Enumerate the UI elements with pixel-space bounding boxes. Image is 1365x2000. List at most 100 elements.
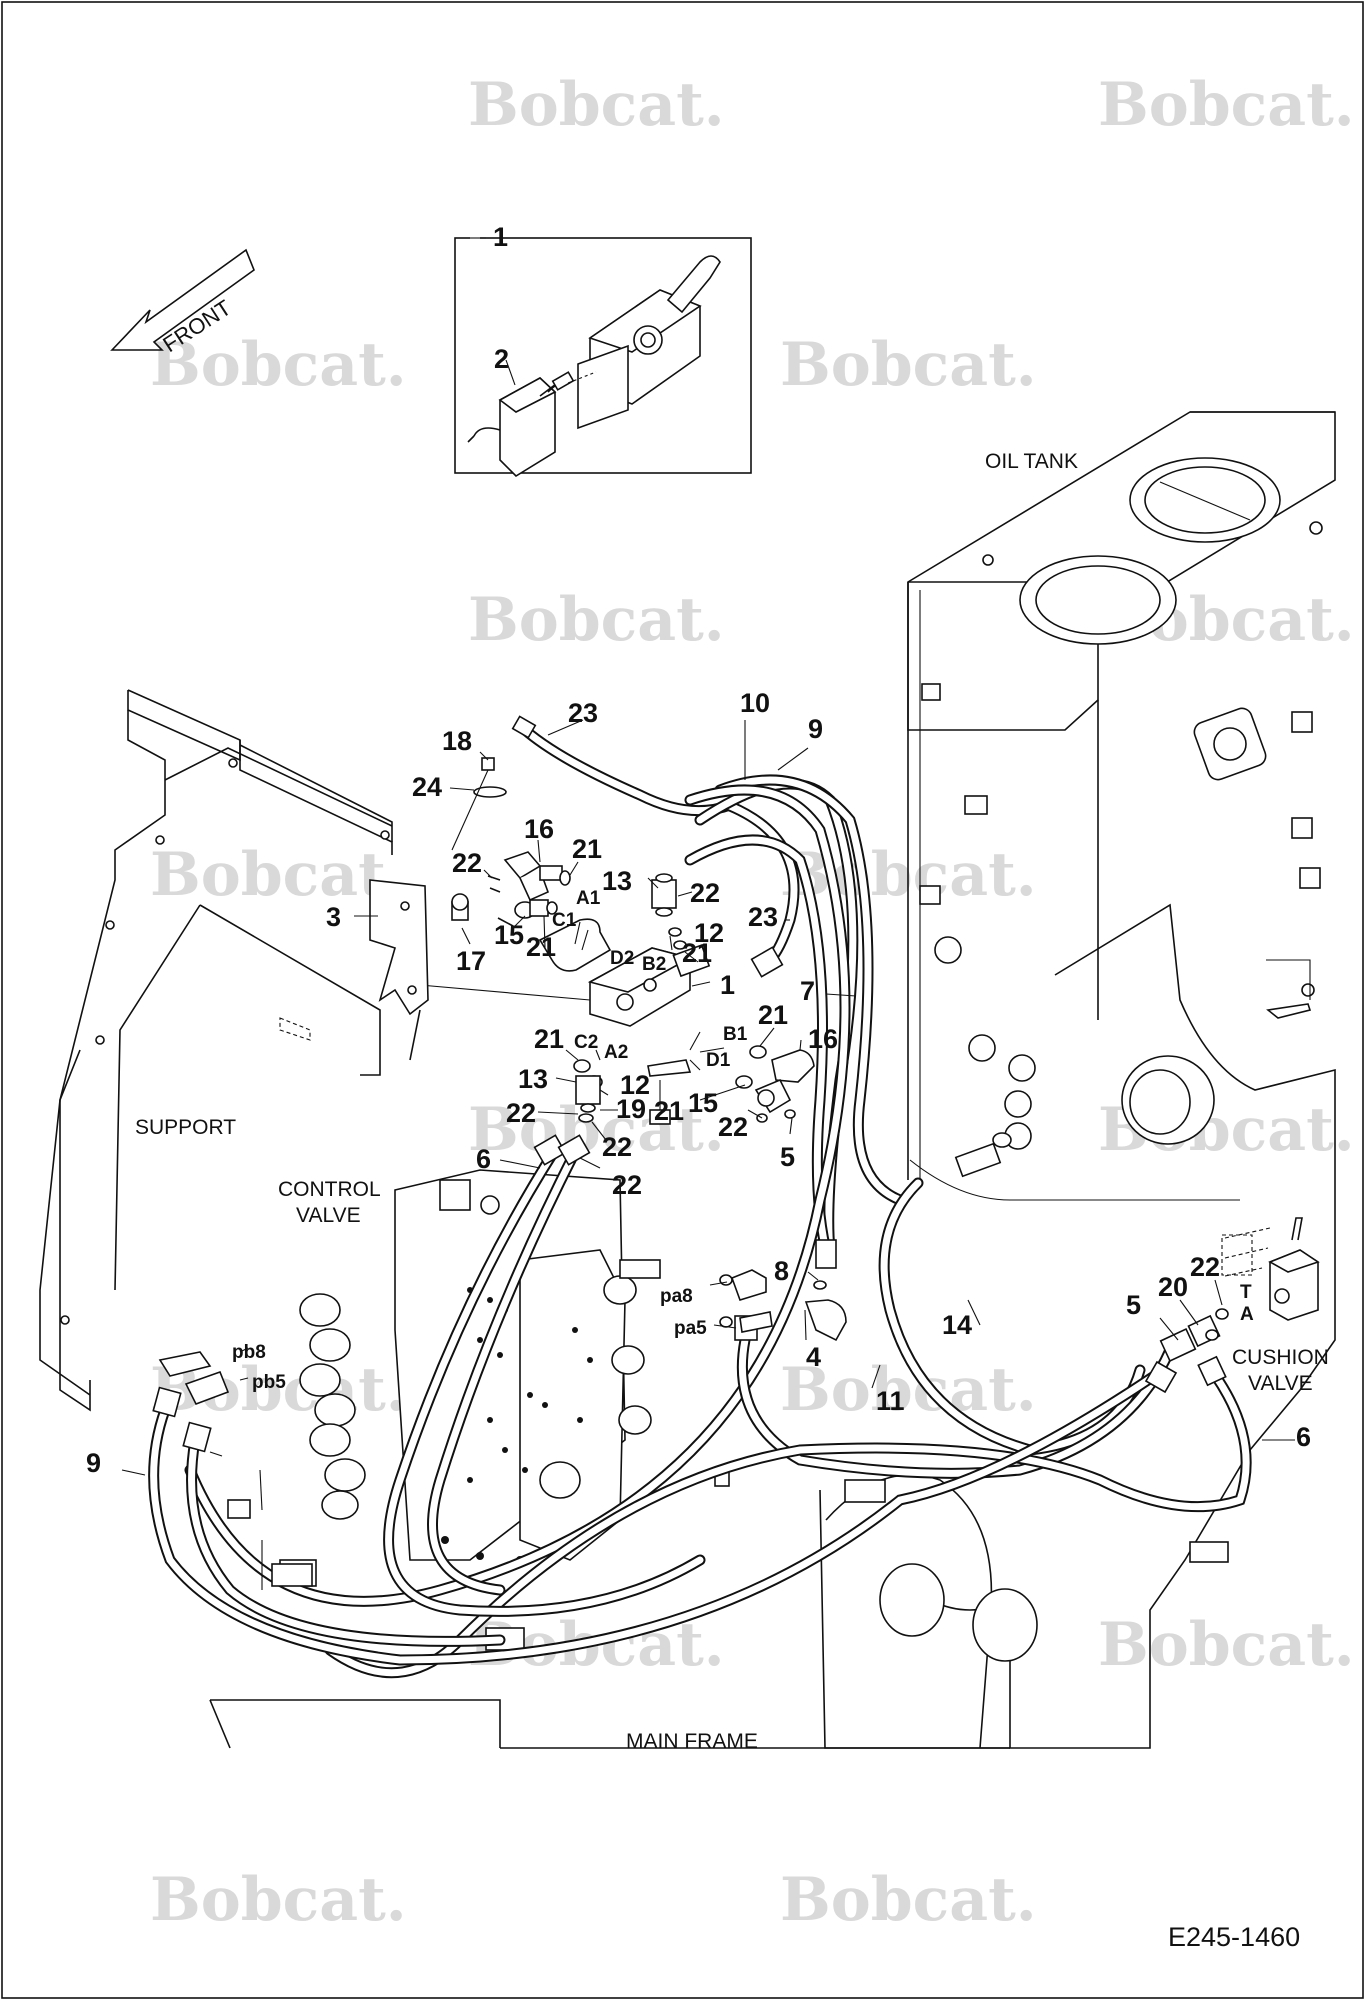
callout-label: 15	[688, 1088, 718, 1118]
oil-tank-label: OIL TANK	[985, 450, 1078, 473]
watermark-text: Bobcat.	[468, 1095, 725, 1165]
watermark-text: Bobcat.	[780, 1865, 1037, 1935]
callout-label: 23	[748, 902, 778, 932]
callout-label: 19	[616, 1094, 646, 1124]
leader-lines	[121, 237, 1295, 1476]
drawing-code: E245-1460	[1168, 1922, 1300, 1952]
watermark-text: Bobcat.	[780, 330, 1037, 400]
oil-tank	[907, 411, 1336, 1180]
bracket-item-3	[369, 879, 469, 1016]
port-label: D1	[706, 1050, 731, 1071]
hoses	[148, 715, 1252, 1679]
bolt-item-19	[647, 1059, 692, 1077]
port-label: T	[1240, 1282, 1252, 1303]
main-frame-label: MAIN FRAME	[626, 1730, 758, 1753]
callout-label: 24	[412, 772, 442, 802]
callout-label: 1	[493, 222, 508, 252]
callout-label: 5	[1126, 1290, 1141, 1320]
port-label: B2	[642, 954, 666, 975]
tee-item-13-upper	[651, 879, 677, 909]
control-valve-block	[299, 1169, 661, 1564]
callout-label: 21	[758, 1000, 788, 1030]
callout-label: 3	[326, 902, 341, 932]
callout-label: 22	[452, 848, 482, 878]
port-label: C1	[552, 910, 577, 931]
callout-label: 22	[602, 1132, 632, 1162]
callout-label: 21	[572, 834, 602, 864]
callout-label: 22	[612, 1170, 642, 1200]
callout-label: 14	[942, 1310, 972, 1340]
callout-label: 6	[1296, 1422, 1311, 1452]
callout-label: 17	[456, 946, 486, 976]
callout-label: 10	[740, 688, 770, 718]
support-label: SUPPORT	[135, 1116, 236, 1139]
watermark-text: Bobcat.	[150, 840, 407, 910]
elbow-item-14	[804, 1299, 847, 1342]
callout-label: 22	[718, 1112, 748, 1142]
callout-label: 2	[494, 344, 509, 374]
port-label: pa8	[660, 1286, 693, 1307]
inset-lever-icon	[666, 255, 721, 314]
callout-label: 22	[506, 1098, 536, 1128]
port-label: A1	[576, 888, 601, 909]
fittings-upper	[487, 851, 687, 950]
tee-item-13-lower	[575, 1075, 601, 1105]
bolt-item-18	[451, 757, 507, 851]
watermark-text: Bobcat.	[468, 70, 725, 140]
cushion-valve-label: CUSHION	[1232, 1346, 1329, 1369]
port-label: C2	[574, 1032, 598, 1053]
callout-label: 4	[806, 1342, 821, 1372]
callout-label: 13	[518, 1064, 548, 1094]
spool-caps	[299, 1275, 652, 1520]
port-label: pa5	[674, 1318, 707, 1339]
callout-label: 21	[534, 1024, 564, 1054]
callout-label: 1	[720, 970, 735, 1000]
callout-label: 9	[808, 714, 823, 744]
callout-label: 11	[876, 1386, 905, 1416]
callout-label: 18	[442, 726, 472, 756]
port-label: A	[1240, 1304, 1254, 1325]
watermark-text: Bobcat.	[468, 585, 725, 655]
callout-label: 12	[620, 1070, 650, 1100]
port-labels: A1 C1 D2 B2 C2 A2 B1 D1 pa8 pa5 pb8 pb5 …	[232, 888, 1254, 1393]
callout-label: 12	[694, 918, 724, 948]
control-valve-label: VALVE	[296, 1204, 361, 1227]
port-label: A2	[604, 1042, 628, 1063]
callout-label: 21	[526, 932, 556, 962]
port-label: pb5	[252, 1372, 286, 1393]
watermark-text: Bobcat.	[150, 330, 407, 400]
cushion-valve	[1221, 1217, 1320, 1321]
area-labels: OIL TANK SUPPORT CONTROL VALVE CUSHION V…	[135, 450, 1329, 1753]
callout-label: 15	[494, 920, 524, 950]
port-label: B1	[723, 1024, 748, 1045]
callout-label: 22	[1190, 1252, 1220, 1282]
support-frame	[39, 689, 421, 1412]
callout-label: 9	[86, 1448, 101, 1478]
callout-label: 6	[476, 1144, 491, 1174]
callout-label: 8	[774, 1256, 789, 1286]
callout-label: 22	[690, 878, 720, 908]
callout-label: 20	[1158, 1272, 1188, 1302]
hydraulic-valve-item-1	[419, 918, 711, 1027]
watermark-text: Bobcat.	[1098, 1610, 1355, 1680]
callout-label: 21	[654, 1096, 684, 1126]
port-label: pb8	[232, 1342, 266, 1363]
port-label: D2	[610, 948, 634, 969]
elbow-item-16-lower	[771, 1049, 815, 1083]
callout-numbers: 1 2 23 10 9 18 24 16 21 22 13 22 3 17 15…	[86, 222, 1311, 1478]
control-valve-label: CONTROL	[278, 1178, 381, 1201]
inset-detail	[454, 236, 752, 478]
callout-label: 13	[602, 866, 632, 896]
callout-label: 21	[682, 938, 712, 968]
callout-label: 7	[800, 976, 815, 1006]
cushion-valve-label: VALVE	[1248, 1372, 1313, 1395]
callout-label: 23	[568, 698, 598, 728]
watermark-text: Bobcat.	[1098, 70, 1355, 140]
callout-label: 16	[524, 814, 554, 844]
callout-label: 16	[808, 1024, 838, 1054]
callout-label: 5	[780, 1142, 795, 1172]
watermark-text: Bobcat.	[150, 1865, 407, 1935]
